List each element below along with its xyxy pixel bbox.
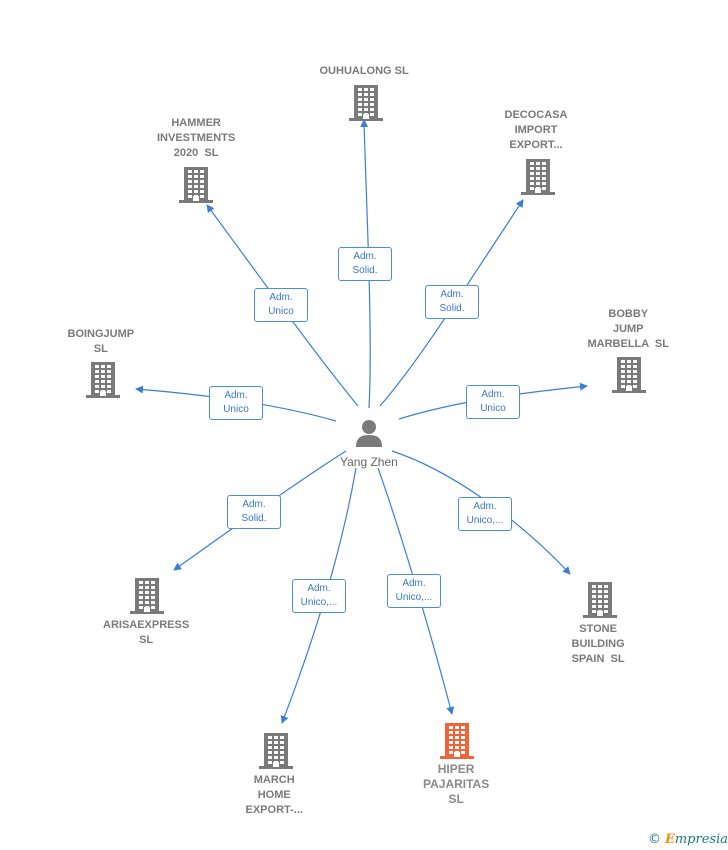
role-badge-ouhualong: Adm. Solid. <box>338 247 392 281</box>
person-icon[interactable] <box>353 417 385 449</box>
role-badge-arisaexpress: Adm. Solid. <box>227 495 281 529</box>
building-icon[interactable] <box>86 362 120 398</box>
role-text: Solid. <box>352 265 378 276</box>
role-text: Adm. <box>473 501 497 512</box>
role-text: Adm. <box>242 499 266 510</box>
brand-e-letter: E <box>664 832 675 847</box>
brand-name: mpresia <box>674 832 728 847</box>
person-name[interactable]: Yang Zhen <box>340 455 398 469</box>
role-text: Unico <box>480 403 506 414</box>
building-icon[interactable] <box>440 723 474 759</box>
copyright-symbol: © <box>647 832 661 847</box>
company-label-march[interactable]: MARCH HOME EXPORT-... <box>245 774 303 816</box>
role-text: Adm. <box>440 289 464 300</box>
company-label-hammer[interactable]: HAMMER INVESTMENTS 2020 SL <box>157 117 236 159</box>
role-text: Solid. <box>439 303 465 314</box>
role-badge-hiper: Adm. Unico,... <box>387 574 441 608</box>
building-icon[interactable] <box>583 582 617 618</box>
company-label-stone[interactable]: STONE BUILDING SPAIN SL <box>571 623 625 665</box>
company-label-arisaexpress[interactable]: ARISAEXPRESS SL <box>103 619 190 646</box>
company-label-decocasa[interactable]: DECOCASA IMPORT EXPORT... <box>504 109 568 151</box>
role-text: Adm. <box>269 292 293 303</box>
role-text: Adm. <box>224 390 248 401</box>
building-icon[interactable] <box>349 85 383 121</box>
brand-footer[interactable]: ©Empresia <box>648 832 728 847</box>
building-icon[interactable] <box>521 159 555 195</box>
role-badge-hammer: Adm. Unico <box>254 288 308 322</box>
building-icon[interactable] <box>179 167 213 203</box>
company-label-bobby[interactable]: BOBBY JUMP MARBELLA SL <box>587 308 669 350</box>
building-icon[interactable] <box>612 357 646 393</box>
company-label-ouhualong[interactable]: OUHUALONG SL <box>319 65 409 77</box>
role-badge-bobby: Adm. Unico <box>466 385 520 419</box>
company-label-boingjump[interactable]: BOINGJUMP SL <box>67 328 135 355</box>
company-label-hiper[interactable]: HIPER PAJARITAS SL <box>423 762 490 806</box>
role-text: Adm. <box>307 583 331 594</box>
role-text: Unico,... <box>466 515 504 526</box>
role-text: Solid. <box>241 513 267 524</box>
role-text: Adm. <box>353 251 377 262</box>
role-text: Unico <box>268 306 294 317</box>
building-icon[interactable] <box>130 578 164 614</box>
role-badge-decocasa: Adm. Solid. <box>425 285 479 319</box>
role-badge-march: Adm. Unico,... <box>292 579 346 613</box>
building-icon[interactable] <box>259 733 293 769</box>
role-text: Adm. <box>481 389 505 400</box>
role-text: Unico,... <box>300 597 338 608</box>
role-badge-stone: Adm. Unico,... <box>458 497 512 531</box>
role-badge-boingjump: Adm. Unico <box>209 386 263 420</box>
role-text: Adm. <box>402 578 426 589</box>
role-text: Unico,... <box>395 592 433 603</box>
role-text: Unico <box>223 404 249 415</box>
